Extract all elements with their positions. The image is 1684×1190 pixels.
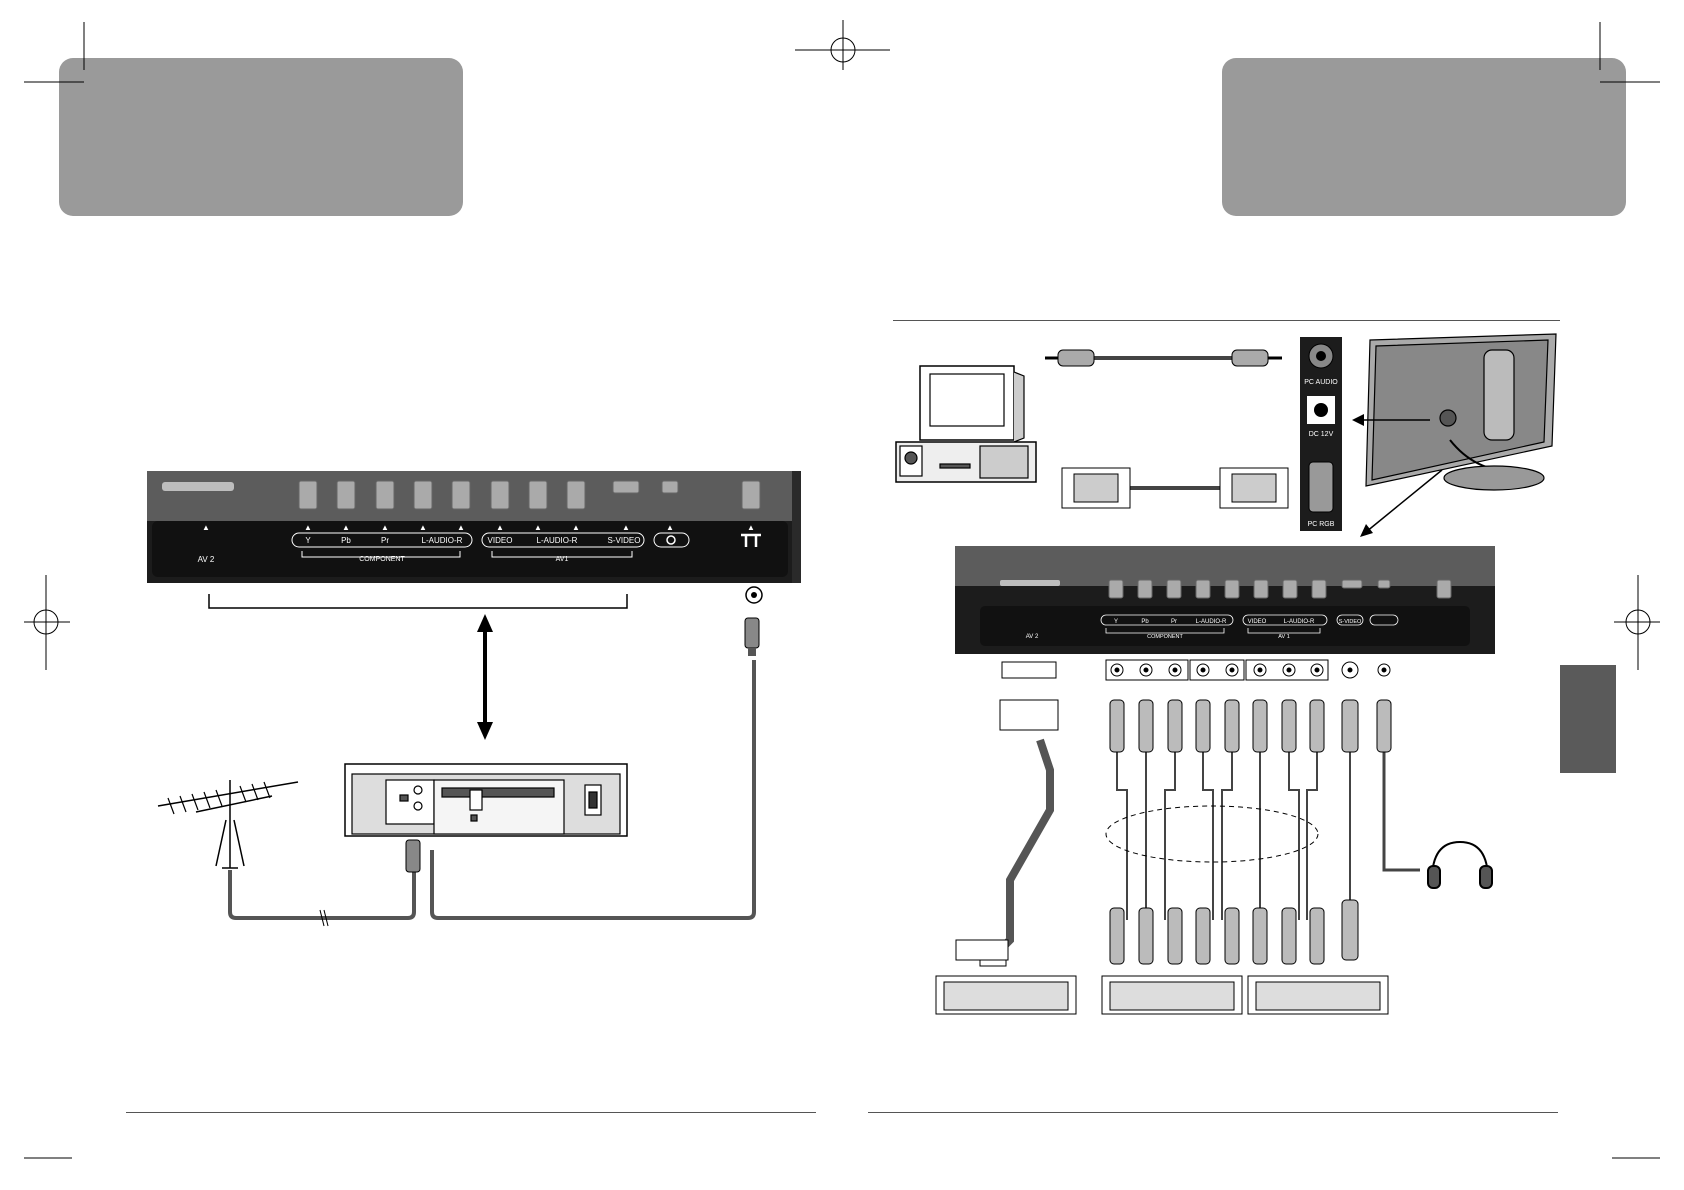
label-audio-component: L-AUDIO-R bbox=[422, 536, 463, 545]
label-pb: Pb bbox=[341, 536, 351, 545]
rca-cables bbox=[1105, 699, 1359, 965]
header-box-right bbox=[1222, 58, 1626, 216]
label-pc-rgb: PC RGB bbox=[1308, 521, 1335, 528]
vcr-rf-plug-icon bbox=[405, 839, 421, 873]
pc-input-panel: PC AUDIO DC 12V PC RGB bbox=[1300, 337, 1342, 531]
svg-text:▲: ▲ bbox=[747, 523, 755, 532]
arrow-pc-to-tv bbox=[1352, 414, 1443, 537]
svg-text:▲: ▲ bbox=[419, 523, 427, 532]
headphones-icon bbox=[1427, 840, 1493, 889]
label-av2: AV 2 bbox=[198, 555, 215, 564]
svg-text:▲: ▲ bbox=[457, 523, 465, 532]
label-dc: DC 12V bbox=[1309, 431, 1334, 438]
label-pr-right: Pr bbox=[1171, 619, 1177, 625]
label-av1-right: AV 1 bbox=[1278, 634, 1290, 640]
label-av2-right: AV 2 bbox=[1026, 634, 1039, 640]
header-box-left bbox=[59, 58, 463, 216]
jack-sockets-left bbox=[298, 480, 761, 510]
svg-text:▲: ▲ bbox=[342, 523, 350, 532]
bracket-inputs bbox=[208, 594, 628, 609]
svg-text:▲: ▲ bbox=[622, 523, 630, 532]
label-audio-component-right: L-AUDIO-R bbox=[1196, 619, 1227, 625]
tv-rear-panel-left: ▲ ▲ ▲ ▲ ▲ ▲ ▲ ▲ ▲ ▲ ▲ ▲ AV 2 Y Pb Pr L-AUDIO-… bbox=[147, 471, 801, 583]
tv-monitor-back-icon bbox=[1365, 333, 1557, 491]
label-svideo: S-VIDEO bbox=[608, 536, 641, 545]
antenna-socket-icon bbox=[741, 533, 761, 547]
label-audio-av1: L-AUDIO-R bbox=[537, 536, 578, 545]
rf-plug-icon bbox=[744, 617, 760, 656]
svg-text:▲: ▲ bbox=[666, 523, 674, 532]
label-pr: Pr bbox=[381, 536, 389, 545]
antenna-icon bbox=[157, 780, 299, 869]
rf-socket-icon bbox=[745, 586, 763, 604]
section-tab bbox=[1560, 665, 1616, 773]
double-arrow-icon bbox=[477, 614, 493, 740]
svg-text:▲: ▲ bbox=[304, 523, 312, 532]
label-y-right: Y bbox=[1114, 619, 1118, 625]
footer-rule-right bbox=[868, 1112, 1558, 1113]
label-y: Y bbox=[305, 536, 311, 545]
crop-marks bbox=[24, 20, 1660, 1159]
label-pc-audio: PC AUDIO bbox=[1304, 379, 1338, 386]
pc-audio-cable bbox=[1045, 349, 1282, 367]
label-video-right: VIDEO bbox=[1248, 619, 1267, 625]
socket-row-right bbox=[1001, 659, 1391, 681]
headphone-socket-icon bbox=[666, 535, 676, 545]
cable-break-icon bbox=[319, 909, 329, 927]
svg-text:▲: ▲ bbox=[381, 523, 389, 532]
label-av1: AV1 bbox=[556, 556, 569, 563]
label-pb-right: Pb bbox=[1141, 619, 1149, 625]
svg-text:▲: ▲ bbox=[496, 523, 504, 532]
svg-text:▲: ▲ bbox=[534, 523, 542, 532]
vcr-device-icon bbox=[344, 763, 628, 837]
label-component: COMPONENT bbox=[359, 556, 405, 563]
label-component-right: COMPONENT bbox=[1147, 634, 1183, 640]
svg-text:▲: ▲ bbox=[202, 523, 210, 532]
footer-rule-left bbox=[126, 1112, 816, 1113]
bottom-vcr-devices bbox=[935, 975, 1389, 1015]
tv-rear-panel-right: AV 2 Y Pb Pr L-AUDIO-R COMPONENT VIDEO L… bbox=[955, 546, 1495, 654]
headphone-cable bbox=[1376, 699, 1420, 872]
label-video: VIDEO bbox=[488, 536, 513, 545]
pc-rgb-cable bbox=[1061, 467, 1289, 509]
label-audio-av1-right: L-AUDIO-R bbox=[1284, 619, 1315, 625]
scart-cable bbox=[955, 699, 1059, 967]
section-divider-right bbox=[893, 320, 1560, 321]
label-svideo-right: S-VIDEO bbox=[1339, 619, 1362, 625]
svg-text:▲: ▲ bbox=[572, 523, 580, 532]
pc-computer-icon bbox=[895, 365, 1037, 483]
